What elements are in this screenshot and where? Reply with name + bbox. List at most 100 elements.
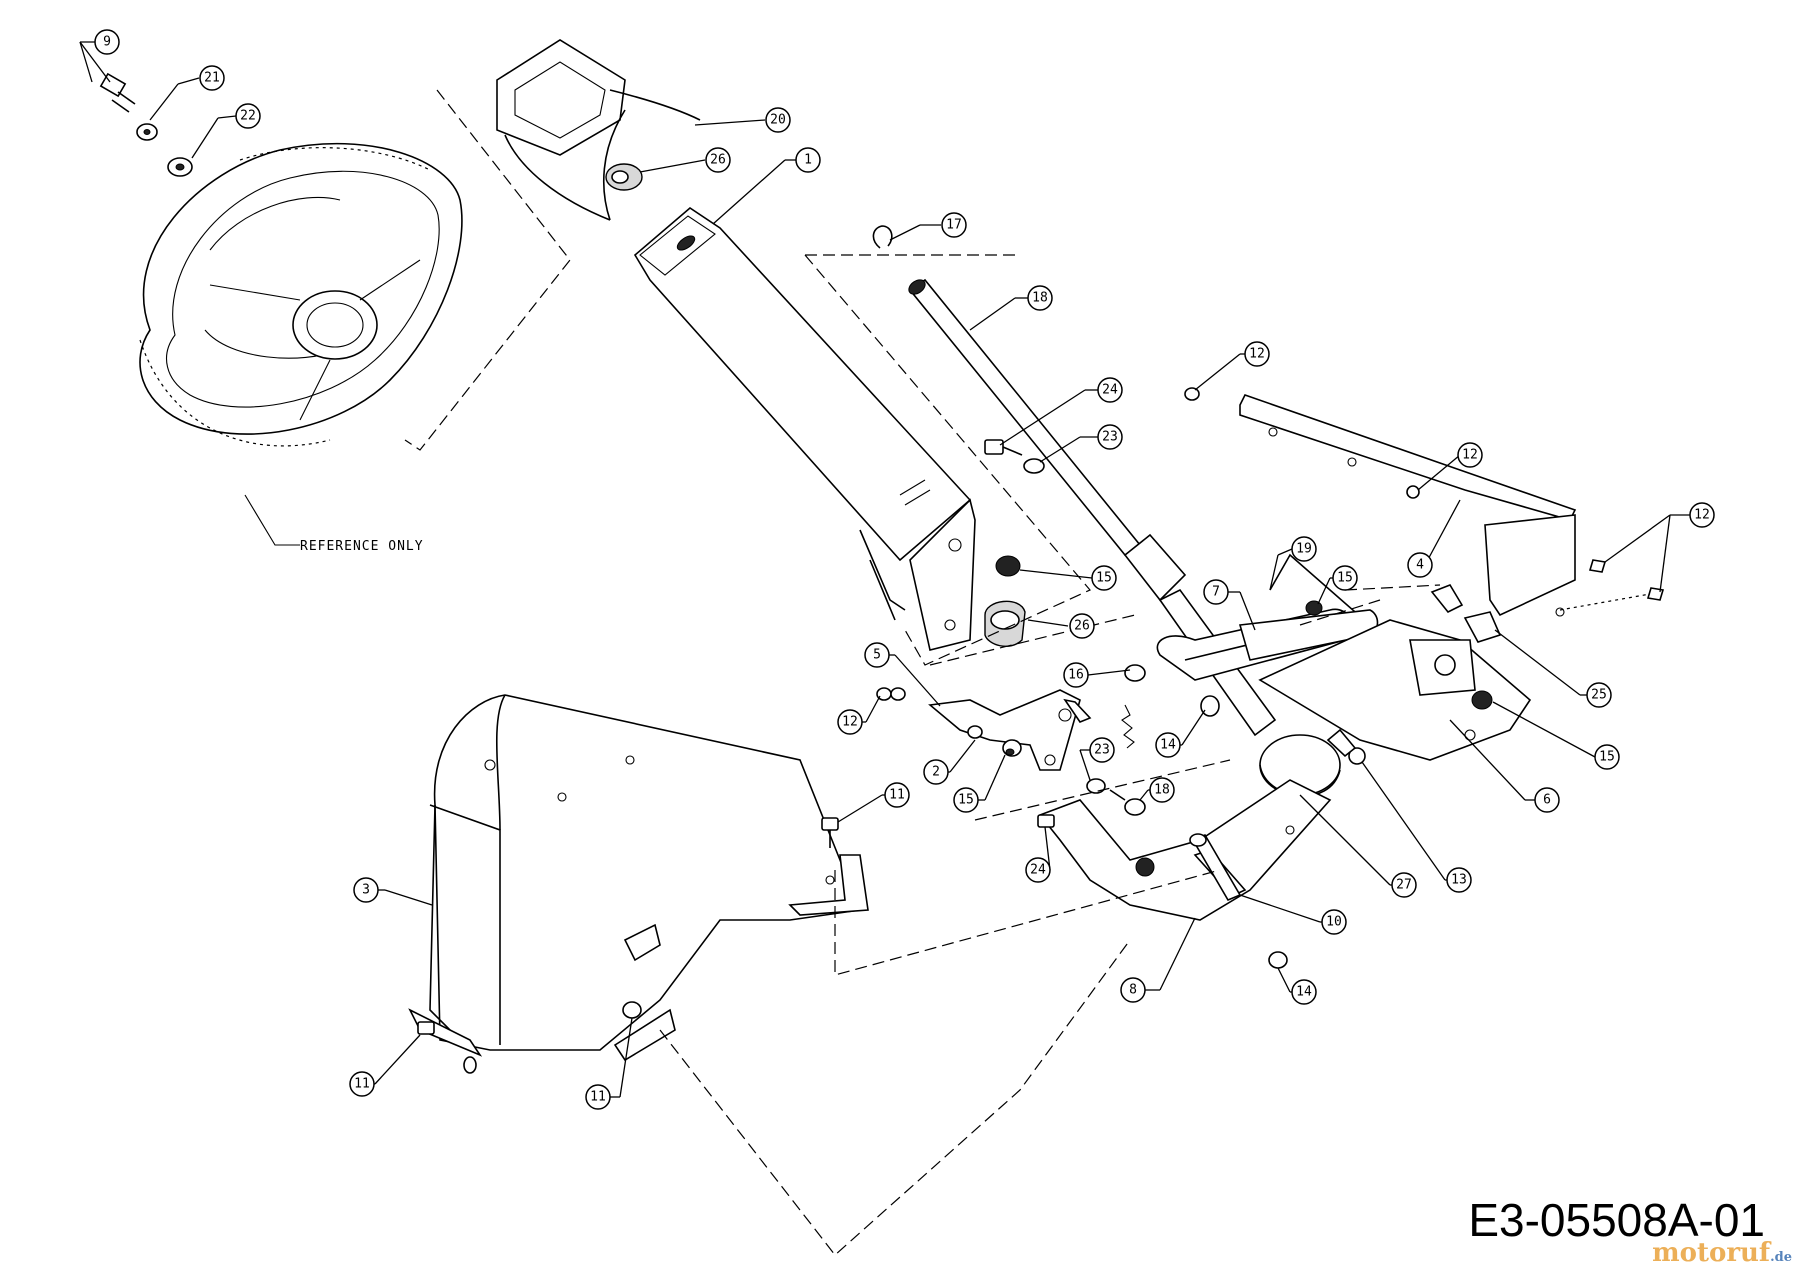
svg-text:3: 3: [362, 883, 370, 898]
svg-text:27: 27: [1396, 878, 1412, 893]
bolt-11-right: [622, 1001, 642, 1019]
svg-text:11: 11: [590, 1090, 606, 1105]
nut-15-upper: [995, 555, 1021, 577]
svg-text:16: 16: [1068, 668, 1084, 683]
svg-text:14: 14: [1160, 738, 1176, 753]
callout-25: 25: [1494, 629, 1612, 708]
svg-text:25: 25: [1591, 688, 1607, 703]
svg-text:8: 8: [1129, 983, 1137, 998]
lower-bracket-8: [1038, 779, 1332, 921]
callout-17: 17: [889, 212, 967, 241]
svg-text:15: 15: [958, 793, 974, 808]
bolt-12-top: [1184, 387, 1200, 401]
callout-6: 6: [1449, 719, 1560, 813]
watermark-logo: motoruf.de: [1652, 1238, 1792, 1268]
nut-23-upper: [1023, 458, 1045, 474]
bolt-11-base: [463, 1056, 477, 1074]
reference-note: REFERENCE ONLY: [300, 539, 424, 554]
svg-text:11: 11: [889, 788, 905, 803]
callout-4: 4: [1407, 499, 1461, 578]
bolt-12-right-a: [1588, 559, 1607, 573]
callout-15-mid: 15: [1317, 565, 1358, 605]
svg-text:19: 19: [1296, 542, 1312, 557]
svg-text:17: 17: [946, 218, 962, 233]
bolt-12-mid: [1406, 485, 1420, 499]
svg-text:4: 4: [1416, 558, 1424, 573]
svg-text:14: 14: [1296, 985, 1312, 1000]
svg-text:6: 6: [1543, 793, 1551, 808]
svg-text:11: 11: [354, 1077, 370, 1092]
svg-text:26: 26: [710, 153, 726, 168]
callout-16-upper: 16: [1063, 662, 1131, 688]
callout-11-left: 11: [349, 1034, 421, 1097]
svg-text:9: 9: [103, 35, 111, 50]
svg-text:15: 15: [1096, 571, 1112, 586]
svg-text:24: 24: [1102, 383, 1118, 398]
callout-12-left: 12: [837, 695, 881, 735]
bolt-12-right-b: [1646, 587, 1665, 601]
callout-11-top: 11: [837, 782, 910, 823]
svg-text:24: 24: [1030, 863, 1046, 878]
callout-3: 3: [353, 877, 433, 906]
callout-23-upper: 23: [1039, 424, 1123, 463]
callout-15-right: 15: [1492, 701, 1620, 770]
nut-14-lower: [1268, 951, 1288, 969]
svg-text:5: 5: [873, 648, 881, 663]
pivot-pin-25: [1430, 584, 1502, 643]
drawing-number: E3-05508A-01: [1468, 1194, 1765, 1246]
svg-text:15: 15: [1599, 750, 1615, 765]
svg-text:12: 12: [1462, 448, 1478, 463]
callout-8: 8: [1120, 917, 1196, 1003]
callout-7: 7: [1203, 579, 1256, 631]
bolt-9: [99, 72, 136, 113]
svg-text:23: 23: [1102, 430, 1118, 445]
callout-26-lower: 26: [1027, 613, 1095, 639]
callout-12-mid: 12: [1417, 442, 1483, 491]
callout-14-lower: 14: [1277, 967, 1317, 1005]
column-cover-20: [496, 39, 701, 221]
callout-24-lower: 24: [1025, 826, 1051, 883]
callout-20: 20: [694, 107, 791, 133]
callout-1: 1: [712, 147, 821, 225]
tie-rod-4: [1239, 394, 1577, 617]
callout-22: 22: [191, 103, 261, 159]
svg-text:18: 18: [1154, 783, 1170, 798]
bolt-12-left: [876, 687, 906, 701]
nut-14-upper: [1200, 695, 1220, 717]
callout-12-top: 12: [1194, 341, 1270, 391]
callout-24-upper: 24: [999, 377, 1123, 446]
pivot-2: [967, 725, 983, 739]
callout-15-link: 15: [953, 754, 1006, 813]
callout-14-upper: 14: [1155, 709, 1206, 758]
steering-wheel: [139, 142, 463, 447]
spring-16: [1121, 704, 1135, 749]
callout-21: 21: [149, 65, 225, 121]
svg-text:12: 12: [1694, 508, 1710, 523]
nut-15-far-right: [1471, 690, 1493, 710]
svg-text:7: 7: [1212, 585, 1220, 600]
svg-text:23: 23: [1094, 743, 1110, 758]
reference-leader: [244, 494, 300, 546]
callout-9: 9: [79, 29, 120, 83]
svg-text:26: 26: [1074, 619, 1090, 634]
callout-23-lower: 23: [1079, 737, 1115, 781]
bolt-18-lower: [1109, 789, 1146, 816]
nut-15-right: [1305, 600, 1323, 616]
svg-text:22: 22: [240, 109, 256, 124]
svg-text:12: 12: [842, 715, 858, 730]
bolt-13: [1326, 728, 1366, 765]
callout-26-top: 26: [639, 147, 731, 173]
svg-text:1: 1: [804, 153, 812, 168]
column-tube-1: [633, 206, 976, 651]
callout-5: 5: [864, 642, 941, 707]
clip-17: [872, 225, 893, 249]
bolt-11-left: [417, 1021, 435, 1035]
pivot-plate-6: [1258, 619, 1532, 761]
callout-16-lower: 18: [1139, 777, 1175, 803]
callout-11-bottom: 11: [585, 1017, 633, 1110]
callout-13: 13: [1361, 761, 1472, 893]
svg-text:18: 18: [1032, 291, 1048, 306]
svg-text:21: 21: [204, 71, 220, 86]
column-dash-box: [804, 254, 1091, 666]
